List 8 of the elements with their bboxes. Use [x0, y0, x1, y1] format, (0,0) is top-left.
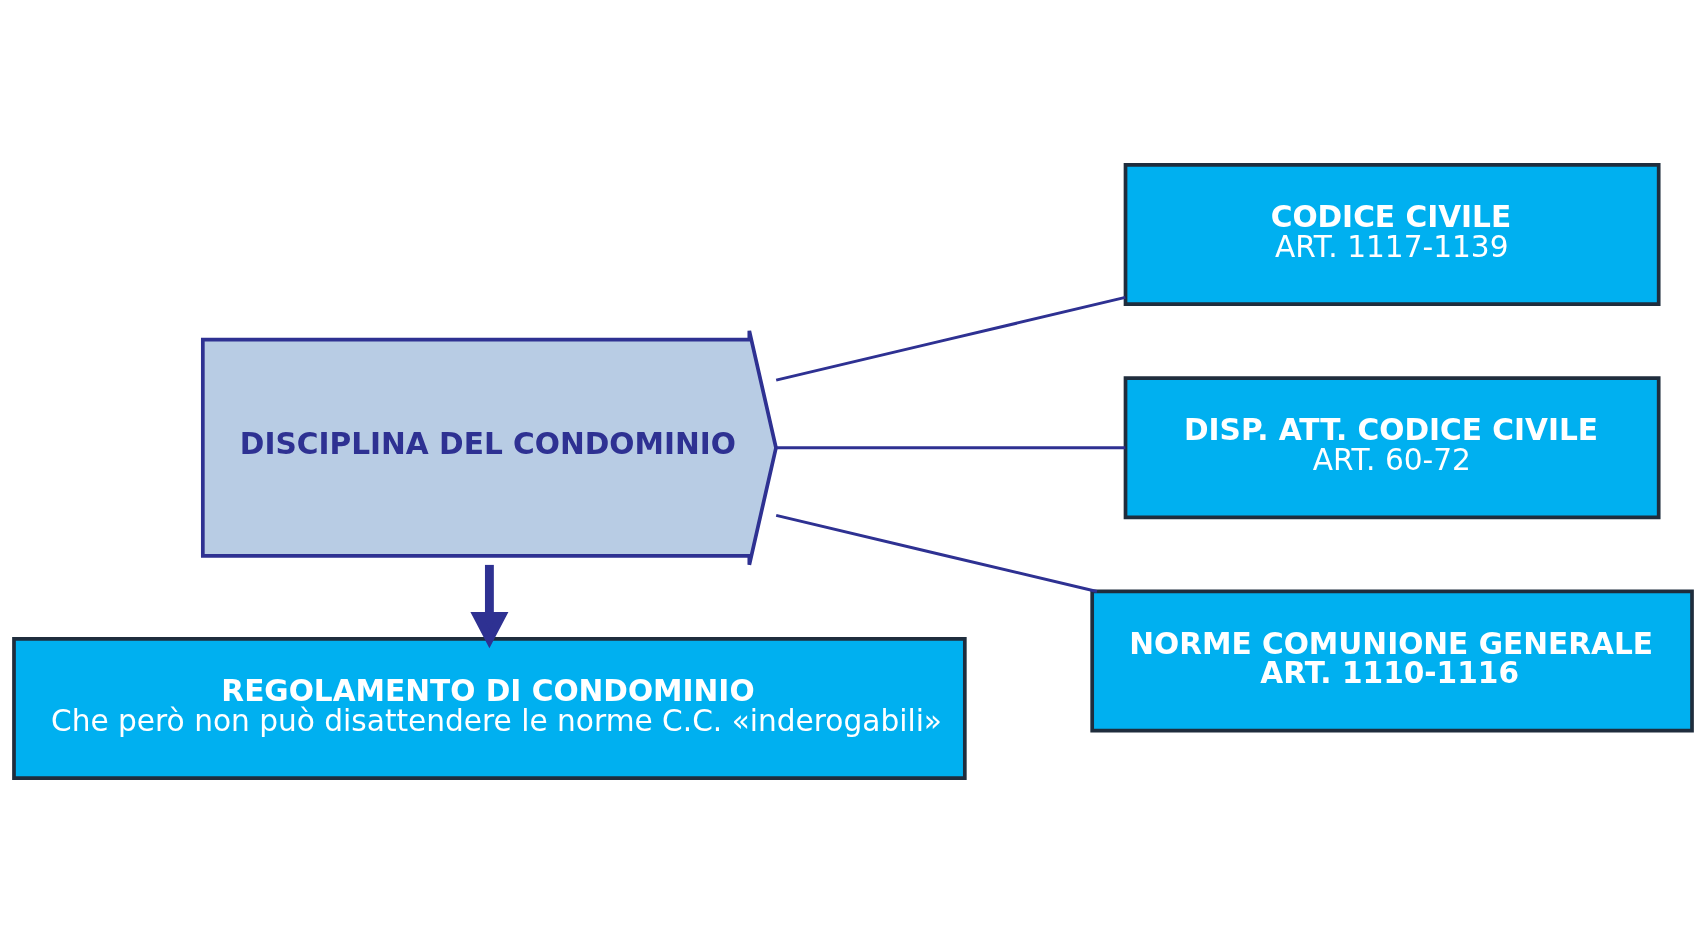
connector	[775, 295, 1126, 382]
connector	[775, 514, 1098, 593]
node-box: NORME COMUNIONE GENERALE ART. 1110-1116	[1090, 589, 1694, 733]
arrow	[470, 564, 509, 649]
node-box: REGOLAMENTO DI CONDOMINIO Che però non può disattendere le norme C.C. «inderogabili»	[12, 637, 967, 780]
node-box: DISP. ATT. CODICE CIVILE ART. 60-72	[1123, 376, 1661, 520]
node-box: CODICE CIVILE ART. 1117-1139	[1123, 163, 1661, 306]
connector	[776, 446, 1126, 450]
